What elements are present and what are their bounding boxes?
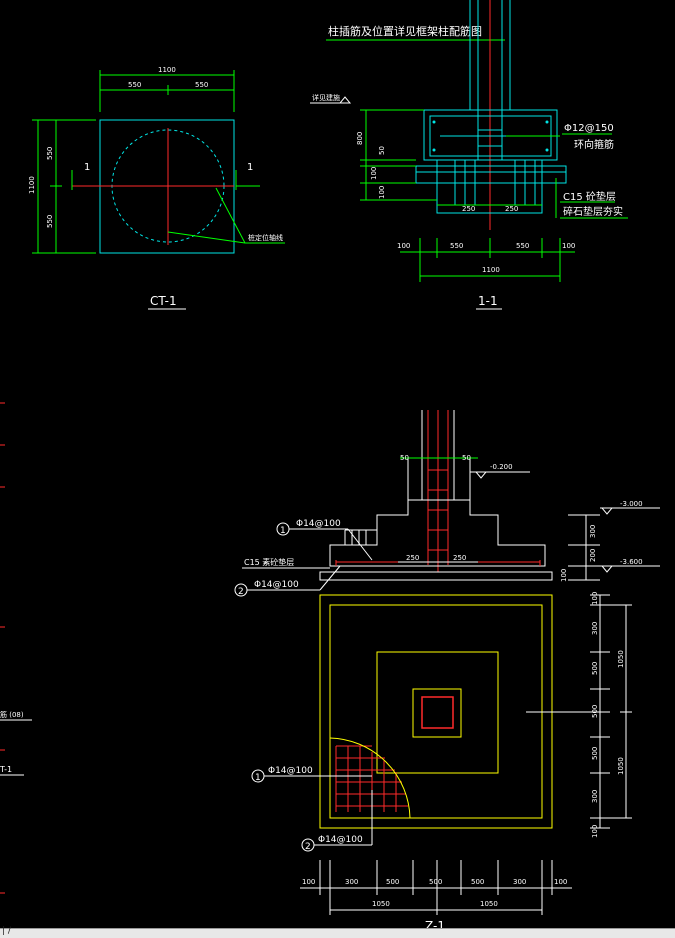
fs-rebar2-label: Φ14@100 (254, 580, 299, 590)
fs-inner-250-right: 250 (453, 554, 466, 562)
s11-dim-550-left: 550 (450, 242, 463, 250)
fs-elev-top: -0.200 (490, 463, 513, 471)
fp-rdim-0: 100 (591, 592, 599, 605)
fp-bdim-6: 100 (554, 878, 567, 886)
s11-top-note: 柱插筋及位置详见框架柱配筋图 (328, 24, 482, 38)
left-fragments: 筋 (08) T-1 (0, 402, 32, 894)
ct1-vdim-top: 550 (46, 147, 54, 160)
fp-rebar-arc (329, 737, 411, 819)
fp-rdim-5: 300 (591, 790, 599, 803)
fp-btotal-right: 1050 (480, 900, 498, 908)
fp-btotal-left: 1050 (372, 900, 390, 908)
ct1-vdim-total: 1100 (28, 176, 36, 194)
footing-section: 250 250 50 50 -0.200 -3.000 -3.600 300 2… (234, 410, 660, 597)
fs-inner-250-left: 250 (406, 554, 419, 562)
fp-rdim-2: 500 (591, 662, 599, 675)
fp-rebar2-label: Φ14@100 (318, 835, 363, 845)
fp-rtotal-bottom: 1050 (617, 757, 625, 775)
fs-elev-bot: -3.600 (620, 558, 643, 566)
ct1-vdim-bottom: 550 (46, 215, 54, 228)
s11-dim-1100: 1100 (482, 266, 500, 274)
fs-rebar1-label: Φ14@100 (296, 519, 341, 529)
fs-top-dim-right: 50 (462, 454, 471, 462)
ct1-section-mark-left: 1 (84, 162, 90, 173)
ct1-plan: 1 1 桩定位轴线 1100 550 550 1100 550 550 CT-1 (28, 66, 285, 310)
fp-bdim-2: 500 (386, 878, 399, 886)
s11-v-800: 800 (356, 132, 364, 145)
fp-rebar2-num: 2 (305, 842, 311, 852)
fp-bdim-3: 500 (429, 878, 442, 886)
left-label-b: T-1 (0, 765, 12, 774)
s11-inner-250-left: 250 (462, 205, 475, 213)
fp-rebar1-label: Φ14@100 (268, 766, 313, 776)
s11-v-100b: 100 (378, 186, 386, 199)
s11-gravel-label: 碎石垫层夯实 (563, 205, 623, 218)
ct1-section-mark-right: 1 (247, 162, 253, 173)
fp-second (329, 604, 543, 819)
left-label-a: 筋 (08) (0, 710, 24, 719)
ct1-title: CT-1 (150, 294, 177, 308)
s11-dim-550-right: 550 (516, 242, 529, 250)
fs-elev-mid: -3.000 (620, 500, 643, 508)
section-1-1: 柱插筋及位置详见框架柱配筋图 250 250 (310, 0, 628, 310)
fp-bdim-1: 300 (345, 878, 358, 886)
fp-rdim-4: 500 (591, 747, 599, 760)
fs-v-300: 300 (589, 525, 597, 538)
s11-cushion-label: C15 砼垫层 (563, 190, 616, 203)
fs-top-dim-left: 50 (400, 454, 409, 462)
fp-outer (319, 594, 553, 829)
s11-inner-250-right: 250 (505, 205, 518, 213)
s11-rebar-desc: 环向箍筋 (574, 138, 614, 151)
fp-rdim-3: 500 (591, 705, 599, 718)
ct1-pile-note: 桩定位轴线 (248, 233, 283, 242)
fp-bdim-0: 100 (302, 878, 315, 886)
s11-v-100a: 100 (370, 167, 378, 180)
fp-rtotal-top: 1050 (617, 650, 625, 668)
fs-rebar1-num: 1 (280, 526, 286, 536)
fp-column (421, 696, 454, 729)
status-text: | / (2, 926, 11, 936)
footing-plan: 1 Φ14@100 2 Φ14@100 100 300 500 500 500 … (251, 592, 632, 933)
fp-rebar1-num: 1 (255, 773, 261, 783)
fp-rdim-1: 300 (591, 622, 599, 635)
fp-third (376, 651, 499, 774)
fs-v-200: 200 (589, 549, 597, 562)
fp-pedestal (412, 688, 462, 738)
s11-v-50: 50 (378, 146, 386, 155)
fs-v-100: 100 (560, 569, 568, 582)
ct1-dim-total: 1100 (158, 66, 176, 74)
fp-bdim-4: 500 (471, 878, 484, 886)
s11-rebar-label: Φ12@150 (564, 123, 614, 134)
ct1-dim-half-left: 550 (128, 81, 141, 89)
fs-rebar2-num: 2 (238, 587, 244, 597)
s11-title: 1-1 (478, 294, 498, 308)
s11-dim-100-left: 100 (397, 242, 410, 250)
fp-bdim-5: 300 (513, 878, 526, 886)
fs-cushion-label: C15 素砼垫层 (244, 557, 294, 567)
ct1-dim-half-right: 550 (195, 81, 208, 89)
status-bar: | / (0, 926, 675, 938)
s11-dim-100-right: 100 (562, 242, 575, 250)
fp-rdim-6: 100 (591, 825, 599, 838)
s11-left-note: 详见建施 (312, 93, 340, 102)
